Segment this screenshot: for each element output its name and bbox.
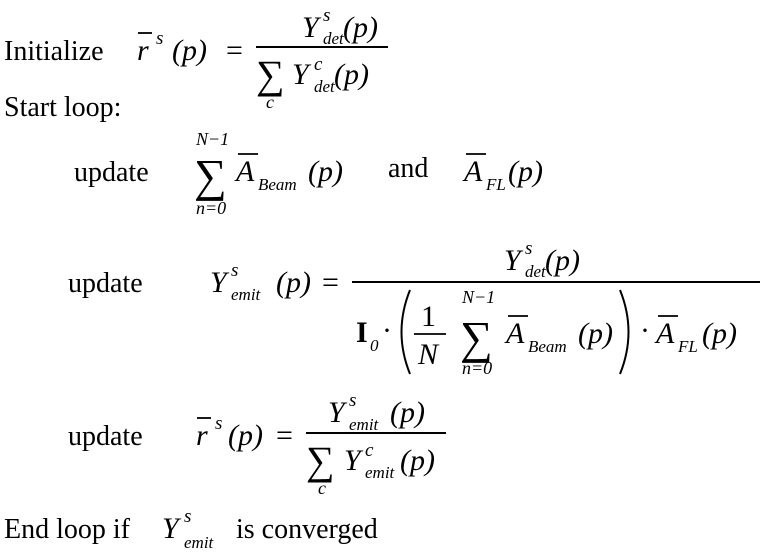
beam-attenuation: A — [504, 317, 525, 350]
intensity-subscript: 0 — [370, 336, 379, 355]
numerator-yield: Y — [504, 244, 524, 277]
dot-operator-1: · — [382, 314, 392, 347]
numerator-superscript: s — [323, 5, 330, 26]
end-yield: Y — [162, 512, 182, 545]
sum-index: c — [318, 478, 326, 498]
ratio-argument: (p) — [172, 34, 207, 67]
denominator-yield: Y — [344, 444, 364, 477]
emit-yield: Y — [210, 266, 230, 299]
fraction-one: 1 — [421, 300, 436, 333]
numerator-subscript: det — [323, 29, 345, 48]
denominator-subscript: det — [314, 77, 336, 96]
ratio-symbol: r — [196, 419, 208, 452]
update-attenuation-line: update N−1 ∑ n=0 A Beam (p) and A FL (p) — [74, 129, 543, 218]
end-loop-line: End loop if Y s emit is converged — [4, 506, 378, 552]
beam-argument: (p) — [308, 155, 343, 188]
sum-index: c — [266, 92, 274, 112]
beam-argument: (p) — [578, 317, 613, 350]
end-subscript: emit — [184, 533, 215, 552]
ratio-superscript: s — [156, 28, 163, 49]
start-loop-label: Start loop: — [4, 92, 121, 123]
equals-sign: = — [322, 266, 339, 299]
fl-argument: (p) — [508, 155, 543, 188]
denominator-superscript: c — [314, 54, 323, 75]
denominator-yield: Y — [292, 58, 312, 91]
ratio-argument: (p) — [228, 419, 263, 452]
lower-limit: n=0 — [196, 198, 226, 218]
initialize-line: Initialize r s (p) = Y s det (p) ∑ c Y c… — [4, 5, 388, 112]
end-loop-suffix: is converged — [236, 514, 378, 545]
fl-subscript: FL — [485, 175, 506, 194]
ratio-superscript: s — [215, 413, 222, 434]
fl-attenuation: A — [462, 155, 483, 188]
emit-argument: (p) — [276, 266, 311, 299]
equals-sign: = — [276, 419, 293, 452]
numerator-argument: (p) — [390, 396, 425, 429]
denominator-superscript: c — [365, 440, 374, 461]
numerator-yield: Y — [302, 11, 322, 44]
update-emission-line: update Y s emit (p) = Y s det (p) I 0 · … — [68, 238, 760, 378]
emit-superscript: s — [231, 260, 238, 281]
numerator-subscript: det — [525, 262, 547, 281]
and-label: and — [388, 153, 428, 184]
denominator-argument: (p) — [400, 444, 435, 477]
initial-fraction: Y s det (p) ∑ c Y c det (p) — [256, 5, 388, 112]
beam-subscript: Beam — [528, 337, 567, 356]
fraction-n: N — [417, 338, 440, 371]
dot-operator-2: · — [640, 314, 650, 347]
fl-argument: (p) — [702, 317, 737, 350]
initialize-label: Initialize — [4, 36, 104, 67]
ratio-term: r s (p) — [137, 28, 207, 67]
update-label-2: update — [68, 268, 143, 299]
end-superscript: s — [184, 506, 191, 527]
numerator-subscript: emit — [349, 415, 380, 434]
sum-sigma: ∑ — [256, 52, 285, 97]
sum-sigma: ∑ — [460, 312, 493, 363]
update-ratio-line: update r s (p) = Y s emit (p) ∑ c Y c em… — [68, 390, 446, 498]
left-paren — [400, 289, 411, 375]
emit-subscript: emit — [231, 285, 262, 304]
beam-attenuation: A — [234, 155, 255, 188]
numerator-argument: (p) — [343, 11, 378, 44]
fl-subscript: FL — [677, 337, 698, 356]
beam-subscript: Beam — [258, 175, 297, 194]
end-loop-prefix: End loop if — [4, 514, 131, 545]
upper-limit: N−1 — [461, 287, 495, 307]
denominator-subscript: emit — [365, 463, 396, 482]
numerator-superscript: s — [349, 390, 356, 411]
fl-attenuation: A — [654, 317, 675, 350]
upper-limit: N−1 — [195, 129, 229, 149]
numerator-superscript: s — [525, 238, 532, 259]
lower-limit: n=0 — [462, 358, 492, 378]
equals-sign: = — [226, 34, 243, 67]
numerator-argument: (p) — [545, 244, 580, 277]
ratio-symbol: r — [137, 34, 149, 67]
sum-sigma: ∑ — [306, 438, 335, 483]
update-label-1: update — [74, 157, 149, 188]
right-paren — [619, 289, 630, 375]
denominator-argument: (p) — [334, 58, 369, 91]
numerator-yield: Y — [328, 396, 348, 429]
sum-sigma: ∑ — [194, 150, 227, 201]
update-label-3: update — [68, 421, 143, 452]
intensity-symbol: I — [356, 316, 368, 349]
